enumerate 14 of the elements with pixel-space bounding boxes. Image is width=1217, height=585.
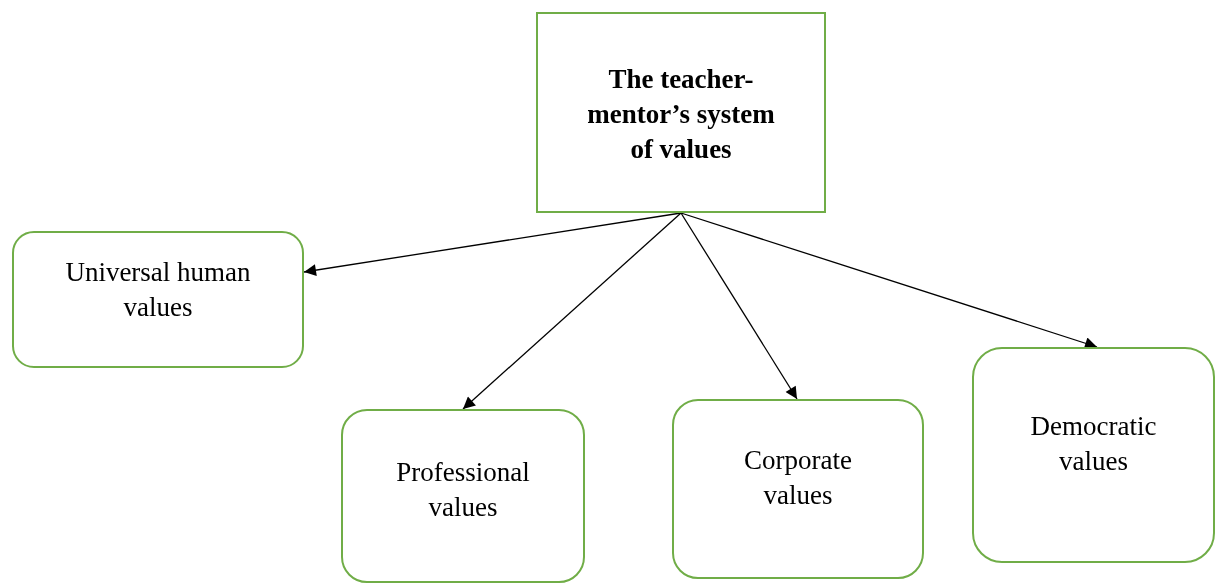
rounded-box	[341, 409, 585, 583]
node-label: Professional values	[395, 456, 531, 525]
rounded-box	[672, 399, 924, 579]
node-label: Corporate values	[743, 444, 853, 513]
node-label: Universal human values	[64, 256, 252, 325]
arrow	[680, 212, 798, 400]
arrow	[462, 212, 682, 410]
node-label: Democratic values	[1029, 410, 1158, 479]
heading: The teacher-mentor’s system of values	[586, 63, 776, 167]
arrow	[680, 212, 1098, 350]
arrow	[303, 212, 682, 277]
box	[536, 12, 826, 213]
rounded-box	[972, 347, 1215, 563]
rounded-box	[12, 231, 304, 368]
